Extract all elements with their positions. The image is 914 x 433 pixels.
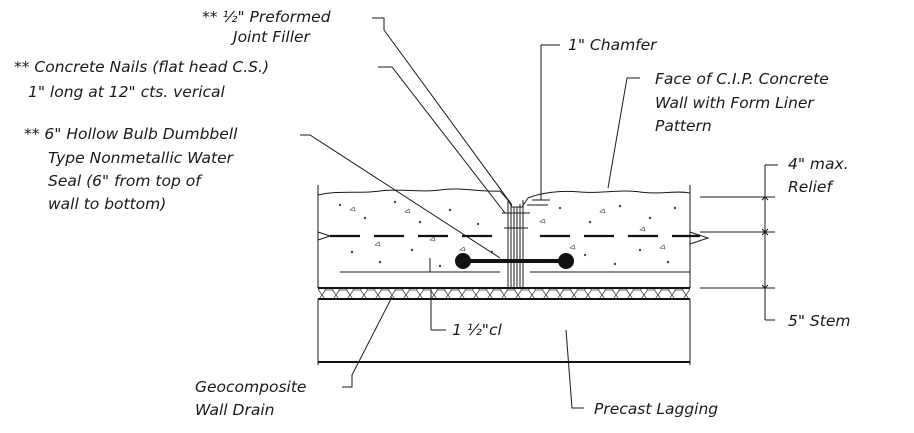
geocomposite-wall-drain: [318, 289, 690, 300]
label-concrete-nails-2: 1" long at 12" cts. verical: [28, 83, 226, 101]
label-face-wall-2: Wall with Form Liner: [655, 94, 815, 112]
label-concrete-nails-1: ** Concrete Nails (flat head C.S.): [14, 58, 269, 76]
leader-lines: [300, 17, 640, 409]
label-joint-filler-2: Joint Filler: [230, 28, 312, 46]
label-joint-filler-1: ** ½" Preformed: [202, 8, 331, 26]
precast-lagging: [317, 299, 691, 365]
label-water-seal-4: wall to bottom): [48, 195, 166, 213]
label-face-wall-3: Pattern: [655, 117, 712, 135]
label-water-seal-3: Seal (6" from top of: [48, 172, 203, 190]
dimension-lines: [430, 44, 778, 331]
water-seal-dumbbell: [429, 253, 574, 272]
label-geocomposite-2: Wall Drain: [195, 401, 274, 419]
label-geocomposite-1: Geocomposite: [195, 378, 306, 396]
label-precast-lagging: Precast Lagging: [594, 400, 718, 418]
label-water-seal-2: Type Nonmetallic Water: [48, 149, 235, 167]
label-chamfer: 1" Chamfer: [568, 36, 658, 54]
label-relief-2: Relief: [788, 178, 834, 196]
cip-concrete-wall: [317, 185, 710, 289]
label-stem: 5" Stem: [788, 312, 850, 330]
label-relief-1: 4" max.: [788, 155, 849, 173]
label-clear-cover: 1 ½"cl: [452, 321, 502, 339]
preformed-joint-filler: [502, 200, 548, 288]
aggregate-texture: [338, 200, 677, 268]
label-face-wall-1: Face of C.I.P. Concrete: [655, 70, 829, 88]
label-water-seal-1: ** 6" Hollow Bulb Dumbbell: [24, 125, 238, 143]
